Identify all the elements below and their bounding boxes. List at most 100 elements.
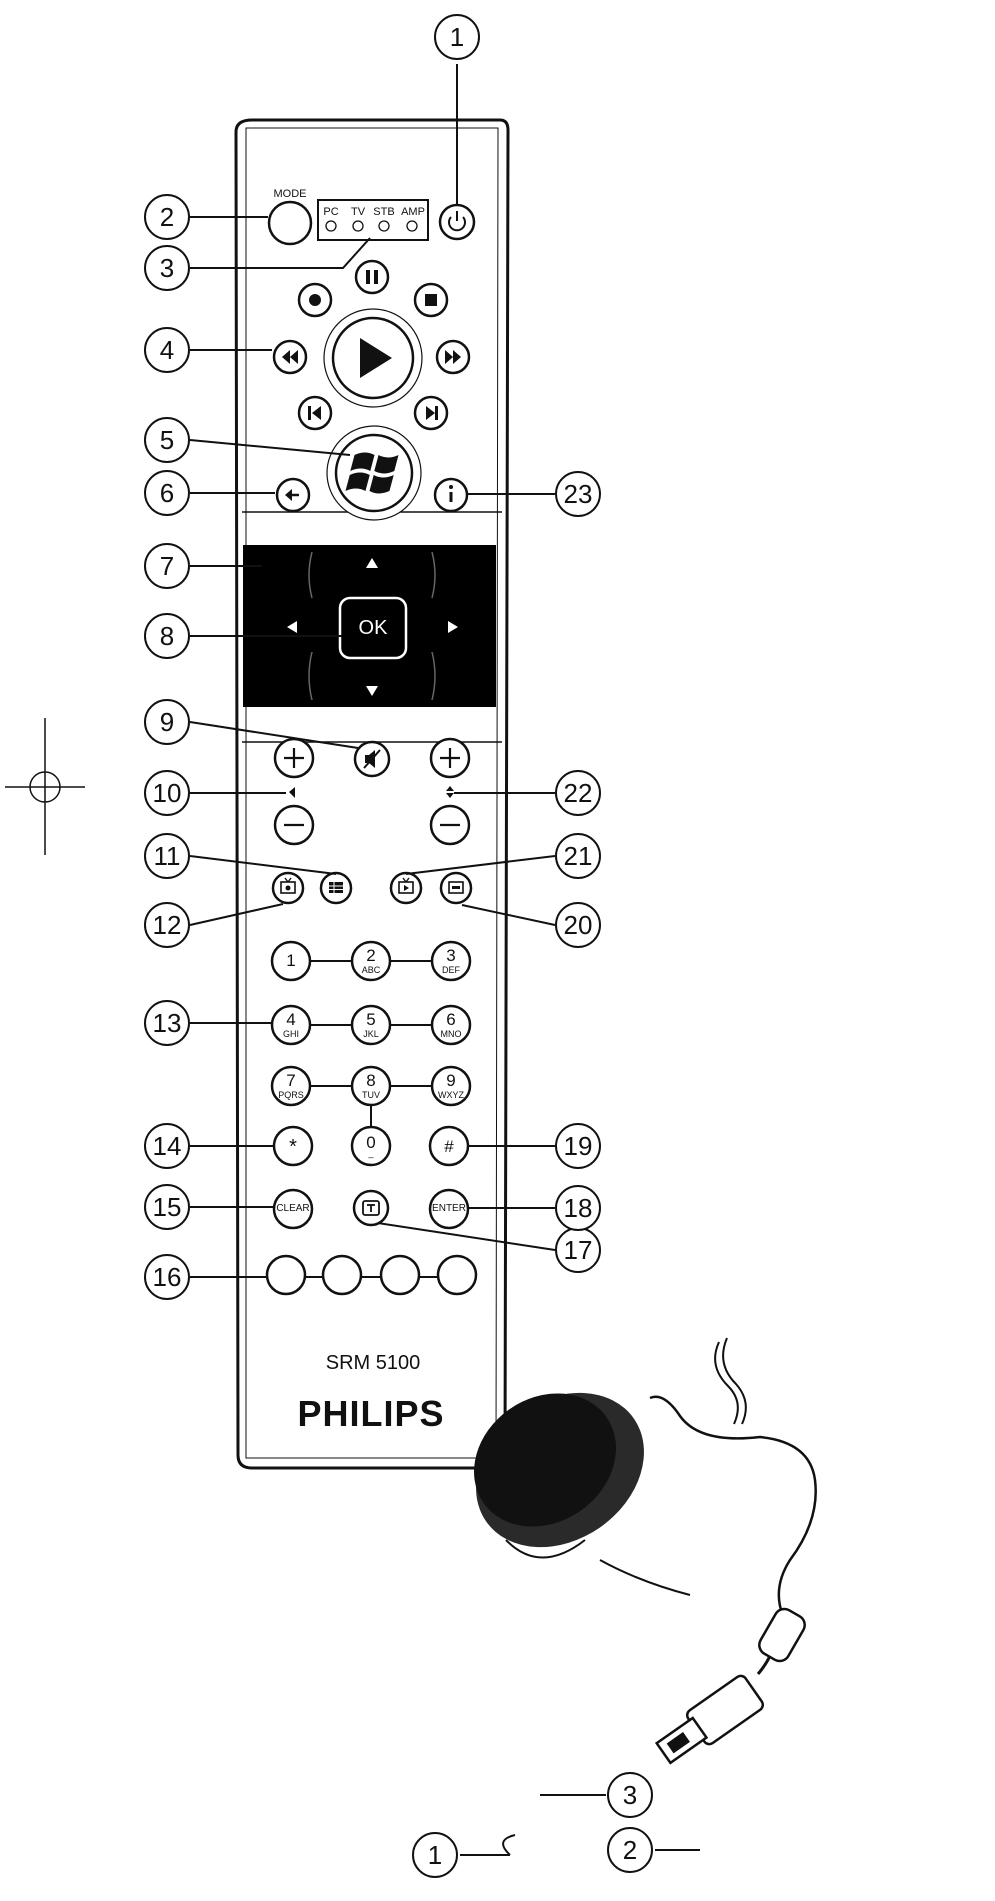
channel-icon: [446, 786, 454, 798]
record-button[interactable]: [297, 282, 333, 318]
ok-label: OK: [358, 617, 388, 639]
model-name: SRM 5100: [325, 1352, 421, 1374]
callout-14-marker: [144, 1123, 190, 1169]
callout-19-marker: [555, 1123, 601, 1169]
channel-down-button[interactable]: [429, 804, 471, 846]
key-5-digit: 5: [366, 1010, 376, 1029]
live-tv-button[interactable]: [271, 871, 305, 905]
fast-forward-button[interactable]: [435, 339, 471, 375]
callout-15: 15: [152, 1192, 182, 1222]
key-3-digit: 3: [446, 946, 456, 965]
callout-3-marker: [144, 245, 190, 291]
key-3-letters: DEF: [442, 965, 460, 975]
nav-left-arrow[interactable]: [287, 621, 297, 633]
power-button[interactable]: [438, 203, 476, 241]
callout-20-marker: [555, 902, 601, 948]
key-2-letters: ABC: [361, 965, 381, 975]
key-7-digit: 7: [286, 1071, 296, 1090]
key-9-digit: 9: [446, 1071, 456, 1090]
nav-up-arrow[interactable]: [366, 558, 378, 568]
callout-8-marker: [144, 613, 190, 659]
rewind-button[interactable]: [272, 339, 308, 375]
blue-button[interactable]: [436, 1254, 478, 1296]
receiver-callout-2-marker: [607, 1827, 653, 1873]
callout-6: 6: [159, 478, 175, 508]
callout-10-marker: [144, 770, 190, 816]
callout-1-marker: [434, 14, 480, 60]
callout-6-marker: [144, 470, 190, 516]
red-button[interactable]: [265, 1254, 307, 1296]
device-leds: [325, 220, 418, 232]
guide-button[interactable]: [319, 871, 353, 905]
callout-18-marker: [555, 1185, 601, 1231]
pause-button[interactable]: [354, 259, 390, 295]
callout-20: 20: [563, 910, 593, 940]
key-4-digit: 4: [286, 1010, 296, 1029]
green-button[interactable]: [321, 1254, 363, 1296]
windows-start-button[interactable]: [326, 425, 422, 521]
receiver-callout-2: 2: [622, 1835, 638, 1865]
receiver-callout-3: 3: [622, 1780, 638, 1810]
color-buttons: [265, 1254, 478, 1296]
callout-15-marker: [144, 1184, 190, 1230]
callout-7-marker: [144, 543, 190, 589]
callout-21-marker: [555, 833, 601, 879]
yellow-button[interactable]: [379, 1254, 421, 1296]
info-button[interactable]: [433, 477, 469, 513]
number-keypad: [270, 940, 472, 1230]
channel-up-button[interactable]: [429, 737, 471, 779]
callout-11: 11: [153, 841, 181, 871]
device-led-panel: [317, 199, 429, 241]
callout-4-marker: [144, 327, 190, 373]
brand-logo: PHILIPS: [297, 1393, 445, 1434]
receiver-callout-3-marker: [607, 1772, 653, 1818]
mute-button[interactable]: [353, 740, 391, 778]
mode-button[interactable]: [267, 200, 313, 246]
nav-down-arrow[interactable]: [366, 686, 378, 696]
key-0-letters: _: [368, 1148, 374, 1158]
clear-label: CLEAR: [276, 1203, 310, 1214]
nav-right-arrow[interactable]: [448, 621, 458, 633]
callout-19: 19: [563, 1131, 593, 1161]
enter-label: ENTER: [432, 1203, 466, 1214]
receiver-dome: [474, 1392, 644, 1559]
mode-label: MODE: [273, 188, 307, 200]
callout-22: 22: [563, 778, 593, 808]
dvd-menu-button[interactable]: [439, 871, 473, 905]
callout-9: 9: [159, 707, 175, 737]
clear-button[interactable]: [272, 1188, 314, 1230]
ok-button[interactable]: [338, 596, 408, 660]
callout-23-marker: [555, 471, 601, 517]
callout-7: 7: [159, 551, 175, 581]
callout-17: 17: [563, 1235, 593, 1265]
callout-13-marker: [144, 1000, 190, 1046]
key-5-letters: JKL: [363, 1029, 379, 1039]
callout-21: 21: [563, 841, 593, 871]
callout-5-marker: [144, 417, 190, 463]
recorded-tv-button[interactable]: [389, 871, 423, 905]
registration-mark: [5, 718, 85, 855]
key-6-letters: MNO: [440, 1029, 462, 1039]
teletext-button[interactable]: [352, 1189, 390, 1227]
usb-receiver: [474, 1337, 817, 1765]
key-2-digit: 2: [366, 946, 376, 965]
navigation-pad[interactable]: [243, 545, 496, 707]
callout-23: 23: [563, 479, 593, 509]
receiver-callout-1: 1: [427, 1840, 443, 1870]
volume-down-button[interactable]: [273, 804, 315, 846]
callout-3: 3: [159, 253, 175, 283]
stop-button[interactable]: [413, 282, 449, 318]
volume-icon: [289, 787, 295, 798]
callout-11-marker: [144, 833, 190, 879]
play-button[interactable]: [323, 308, 423, 408]
key-9-letters: WXYZ: [438, 1090, 464, 1100]
volume-up-button[interactable]: [273, 737, 315, 779]
key-6-digit: 6: [446, 1010, 456, 1029]
callout-2: 2: [159, 202, 175, 232]
callout-14: 14: [152, 1131, 182, 1161]
callout-9-marker: [144, 699, 190, 745]
skip-forward-button[interactable]: [413, 395, 449, 431]
device-label-tv: TV: [350, 206, 366, 218]
back-button[interactable]: [275, 477, 311, 513]
skip-back-button[interactable]: [297, 395, 333, 431]
